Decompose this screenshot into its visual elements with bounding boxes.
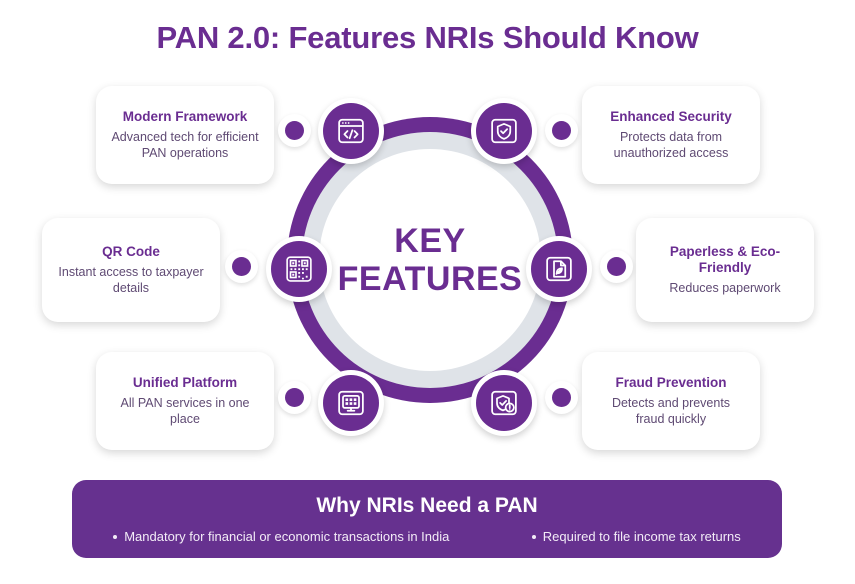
- shield-check-icon: [476, 103, 532, 159]
- feature-title: QR Code: [102, 243, 160, 259]
- feature-title: Unified Platform: [132, 374, 238, 390]
- center-hub: KEY FEATURES: [319, 149, 541, 371]
- feature-icon-modern-framework[interactable]: [318, 98, 384, 164]
- feature-description: Instant access to taxpayer details: [58, 264, 204, 295]
- qr-code-icon: [271, 241, 327, 297]
- feature-card-unified-platform[interactable]: Unified Platform All PAN services in one…: [96, 352, 274, 450]
- feature-card-fraud-prevention[interactable]: Fraud Prevention Detects and prevents fr…: [582, 352, 760, 450]
- center-label-line2: FEATURES: [337, 260, 523, 298]
- footer-point: Mandatory for financial or economic tran…: [113, 529, 449, 544]
- feature-title: Fraud Prevention: [615, 374, 727, 390]
- footer-point: Required to file income tax returns: [531, 529, 741, 544]
- feature-card-modern-framework[interactable]: Modern Framework Advanced tech for effic…: [96, 86, 274, 184]
- feature-icon-qr-code[interactable]: [266, 236, 332, 302]
- document-leaf-icon: [531, 241, 587, 297]
- bullet-icon: [531, 534, 536, 539]
- feature-description: Protects data from unauthorized access: [613, 129, 729, 160]
- connector-dot-unified-platform: [285, 388, 304, 407]
- page-title: PAN 2.0: Features NRIs Should Know: [156, 20, 699, 55]
- shield-alert-icon: [476, 375, 532, 431]
- footer-point-label: Mandatory for financial or economic tran…: [124, 529, 450, 544]
- connector-dot-paperless: [607, 257, 626, 276]
- feature-card-paperless[interactable]: Paperless & Eco-Friendly Reduces paperwo…: [636, 218, 814, 322]
- feature-card-enhanced-security[interactable]: Enhanced Security Protects data from una…: [582, 86, 760, 184]
- footer-banner: Why NRIs Need a PAN Mandatory for financ…: [72, 480, 782, 558]
- footer-title: Why NRIs Need a PAN: [316, 494, 538, 517]
- feature-title: Enhanced Security: [610, 108, 732, 124]
- feature-icon-enhanced-security[interactable]: [471, 98, 537, 164]
- feature-icon-unified-platform[interactable]: [318, 370, 384, 436]
- feature-description: Detects and prevents fraud quickly: [611, 395, 731, 426]
- code-window-icon: [323, 103, 379, 159]
- monitor-grid-icon: [323, 375, 379, 431]
- connector-dot-fraud-prevention: [552, 388, 571, 407]
- feature-card-qr-code[interactable]: QR Code Instant access to taxpayer detai…: [42, 218, 220, 322]
- feature-description: Reduces paperwork: [669, 281, 781, 296]
- feature-description: All PAN services in one place: [120, 395, 250, 426]
- connector-dot-modern-framework: [285, 121, 304, 140]
- feature-icon-fraud-prevention[interactable]: [471, 370, 537, 436]
- feature-title: Modern Framework: [122, 108, 248, 124]
- feature-title: Paperless & Eco-Friendly: [669, 243, 781, 276]
- footer-points-list: Mandatory for financial or economic tran…: [72, 529, 782, 544]
- feature-description: Advanced tech for efficient PAN operatio…: [111, 129, 259, 160]
- connector-dot-qr-code: [232, 257, 251, 276]
- footer-point-label: Required to file income tax returns: [542, 529, 741, 544]
- connector-dot-enhanced-security: [552, 121, 571, 140]
- center-label-line1: KEY: [394, 221, 466, 260]
- bullet-icon: [113, 534, 118, 539]
- feature-icon-paperless[interactable]: [526, 236, 592, 302]
